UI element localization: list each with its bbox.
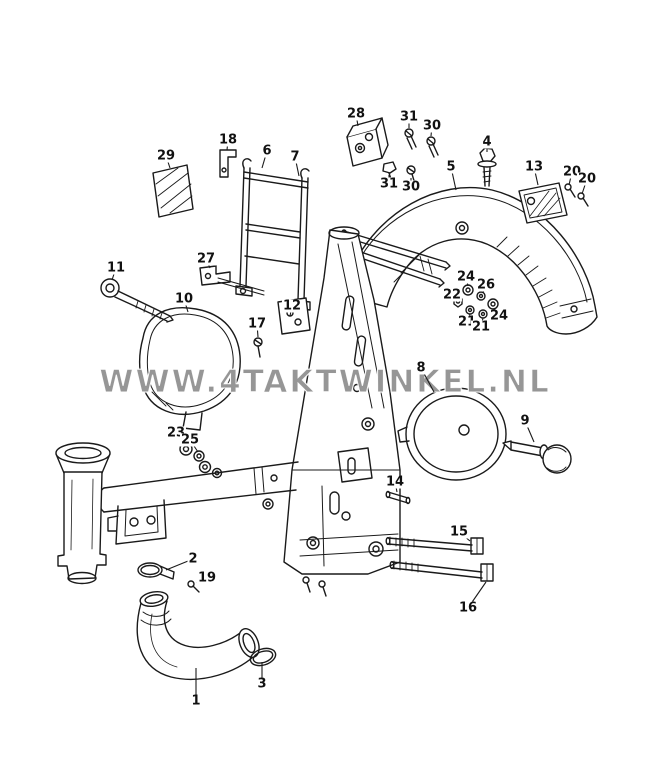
watermark-text: WWW.4TAKTWINKEL.NL bbox=[99, 364, 551, 401]
part-label-24: 24 bbox=[488, 308, 510, 324]
part-label-22: 22 bbox=[441, 287, 463, 303]
part-label-7: 7 bbox=[289, 149, 301, 165]
part-label-12: 12 bbox=[281, 298, 303, 314]
part-washers-left bbox=[179, 442, 223, 479]
part-clamp bbox=[137, 562, 200, 593]
part-side-cover-right bbox=[397, 387, 507, 481]
part-label-19: 19 bbox=[196, 570, 218, 586]
part-bracket-27 bbox=[199, 265, 265, 296]
part-label-11: 11 bbox=[105, 260, 127, 276]
part-screws-30-31 bbox=[382, 128, 439, 185]
part-label-2: 2 bbox=[187, 551, 199, 567]
part-label-10: 10 bbox=[173, 291, 195, 307]
part-bracket-6 bbox=[235, 158, 253, 297]
part-intake-tube bbox=[136, 590, 260, 681]
part-label-24: 24 bbox=[455, 269, 477, 285]
part-rear-fender bbox=[351, 186, 598, 335]
part-label-8: 8 bbox=[415, 360, 427, 376]
part-main-frame bbox=[262, 226, 401, 597]
part-label-31: 31 bbox=[398, 109, 420, 125]
part-sealing-ring bbox=[249, 647, 277, 667]
part-label-13: 13 bbox=[523, 159, 545, 175]
part-label-18: 18 bbox=[217, 132, 239, 148]
part-label-4: 4 bbox=[481, 134, 493, 150]
part-label-14: 14 bbox=[384, 474, 406, 490]
part-stud-14 bbox=[385, 490, 411, 505]
part-label-30: 30 bbox=[400, 179, 422, 195]
part-label-5: 5 bbox=[445, 159, 457, 175]
part-screws-20 bbox=[564, 183, 589, 207]
part-label-16: 16 bbox=[457, 600, 479, 616]
part-label-27: 27 bbox=[195, 251, 217, 267]
part-knob-bolt bbox=[502, 440, 572, 474]
part-bolt-4 bbox=[477, 147, 497, 187]
part-label-26: 26 bbox=[475, 277, 497, 293]
part-label-31: 31 bbox=[378, 176, 400, 192]
part-label-25: 25 bbox=[179, 432, 201, 448]
part-screw-17 bbox=[253, 337, 263, 358]
part-label-3: 3 bbox=[256, 676, 268, 692]
part-label-15: 15 bbox=[448, 524, 470, 540]
part-label-29: 29 bbox=[155, 148, 177, 164]
part-label-20: 20 bbox=[576, 171, 598, 187]
part-label-6: 6 bbox=[261, 143, 273, 159]
part-label-9: 9 bbox=[519, 413, 531, 429]
part-front-pipe bbox=[55, 442, 111, 585]
part-bracket-18 bbox=[219, 149, 237, 178]
part-pad-29 bbox=[152, 164, 194, 218]
part-bolt-16 bbox=[389, 560, 494, 582]
part-label-1: 1 bbox=[190, 693, 202, 709]
part-bolt-11 bbox=[100, 278, 174, 323]
part-bracket-28 bbox=[346, 117, 389, 167]
part-label-17: 17 bbox=[246, 316, 268, 332]
part-label-30: 30 bbox=[421, 118, 443, 134]
part-bolt-15 bbox=[385, 536, 484, 555]
part-label-28: 28 bbox=[345, 106, 367, 122]
part-plate-13 bbox=[518, 182, 568, 224]
part-frame-down-tube bbox=[98, 461, 299, 545]
